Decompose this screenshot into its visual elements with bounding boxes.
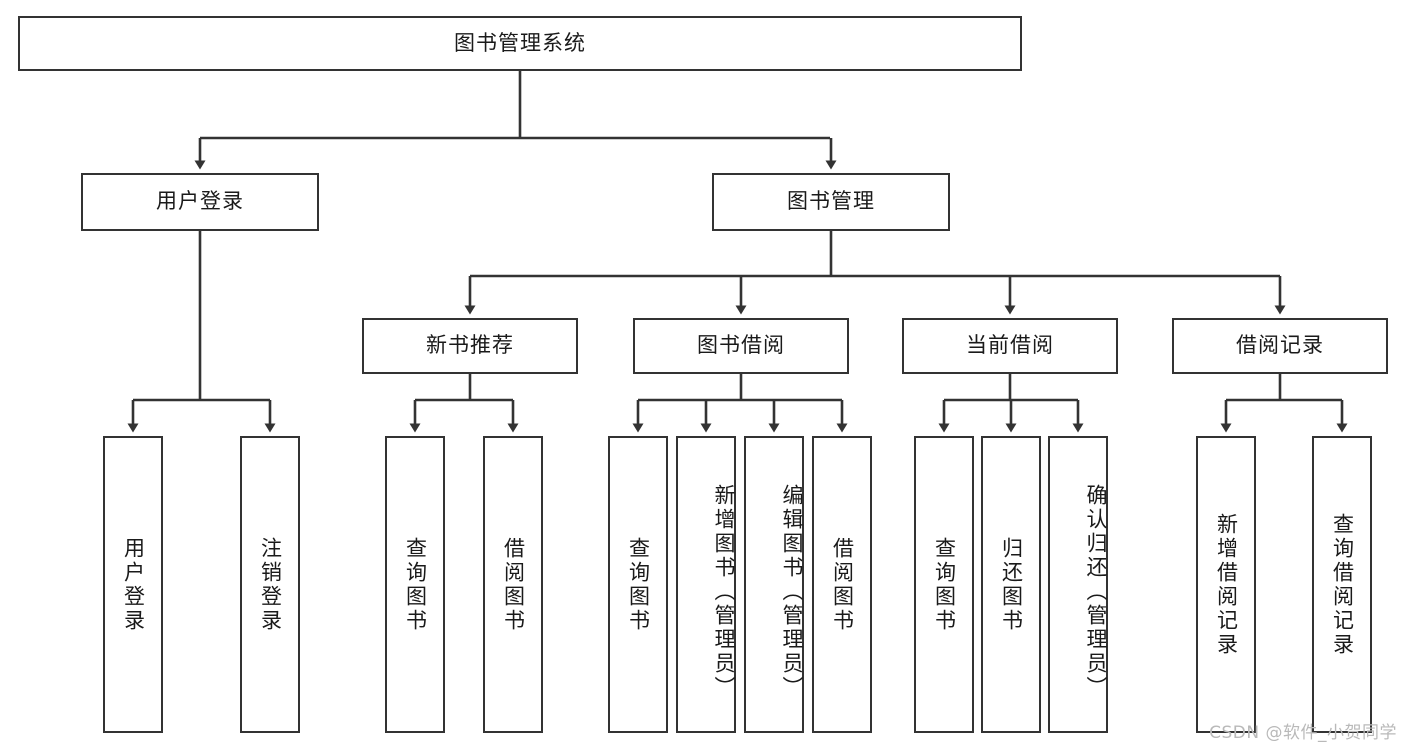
node-book-borrow[interactable]: 图书借阅 xyxy=(633,318,849,374)
node-leaf-add-book-admin[interactable]: 新增图书（管理员） xyxy=(676,436,736,733)
node-leaf-query-borrow-record[interactable]: 查询借阅记录 xyxy=(1312,436,1372,733)
node-borrow-record[interactable]: 借阅记录 xyxy=(1172,318,1388,374)
node-book-manage[interactable]: 图书管理 xyxy=(712,173,950,231)
node-user-login[interactable]: 用户登录 xyxy=(81,173,319,231)
node-leaf-query-book-borrow[interactable]: 查询图书 xyxy=(608,436,668,733)
node-leaf-add-borrow-record[interactable]: 新增借阅记录 xyxy=(1196,436,1256,733)
csdn-watermark: CSDN @软件_小贺同学 xyxy=(1209,723,1397,743)
node-leaf-logout[interactable]: 注销登录 xyxy=(240,436,300,733)
node-leaf-borrow-book[interactable]: 借阅图书 xyxy=(812,436,872,733)
node-new-book-recommend[interactable]: 新书推荐 xyxy=(362,318,578,374)
node-leaf-edit-book-admin[interactable]: 编辑图书（管理员） xyxy=(744,436,804,733)
node-current-borrow[interactable]: 当前借阅 xyxy=(902,318,1118,374)
node-leaf-user-login[interactable]: 用户登录 xyxy=(103,436,163,733)
node-leaf-confirm-return-admin[interactable]: 确认归还（管理员） xyxy=(1048,436,1108,733)
node-leaf-borrow-book-recommend[interactable]: 借阅图书 xyxy=(483,436,543,733)
node-leaf-query-book-recommend[interactable]: 查询图书 xyxy=(385,436,445,733)
node-root-system[interactable]: 图书管理系统 xyxy=(18,16,1022,71)
node-leaf-return-book[interactable]: 归还图书 xyxy=(981,436,1041,733)
node-leaf-query-book-current[interactable]: 查询图书 xyxy=(914,436,974,733)
